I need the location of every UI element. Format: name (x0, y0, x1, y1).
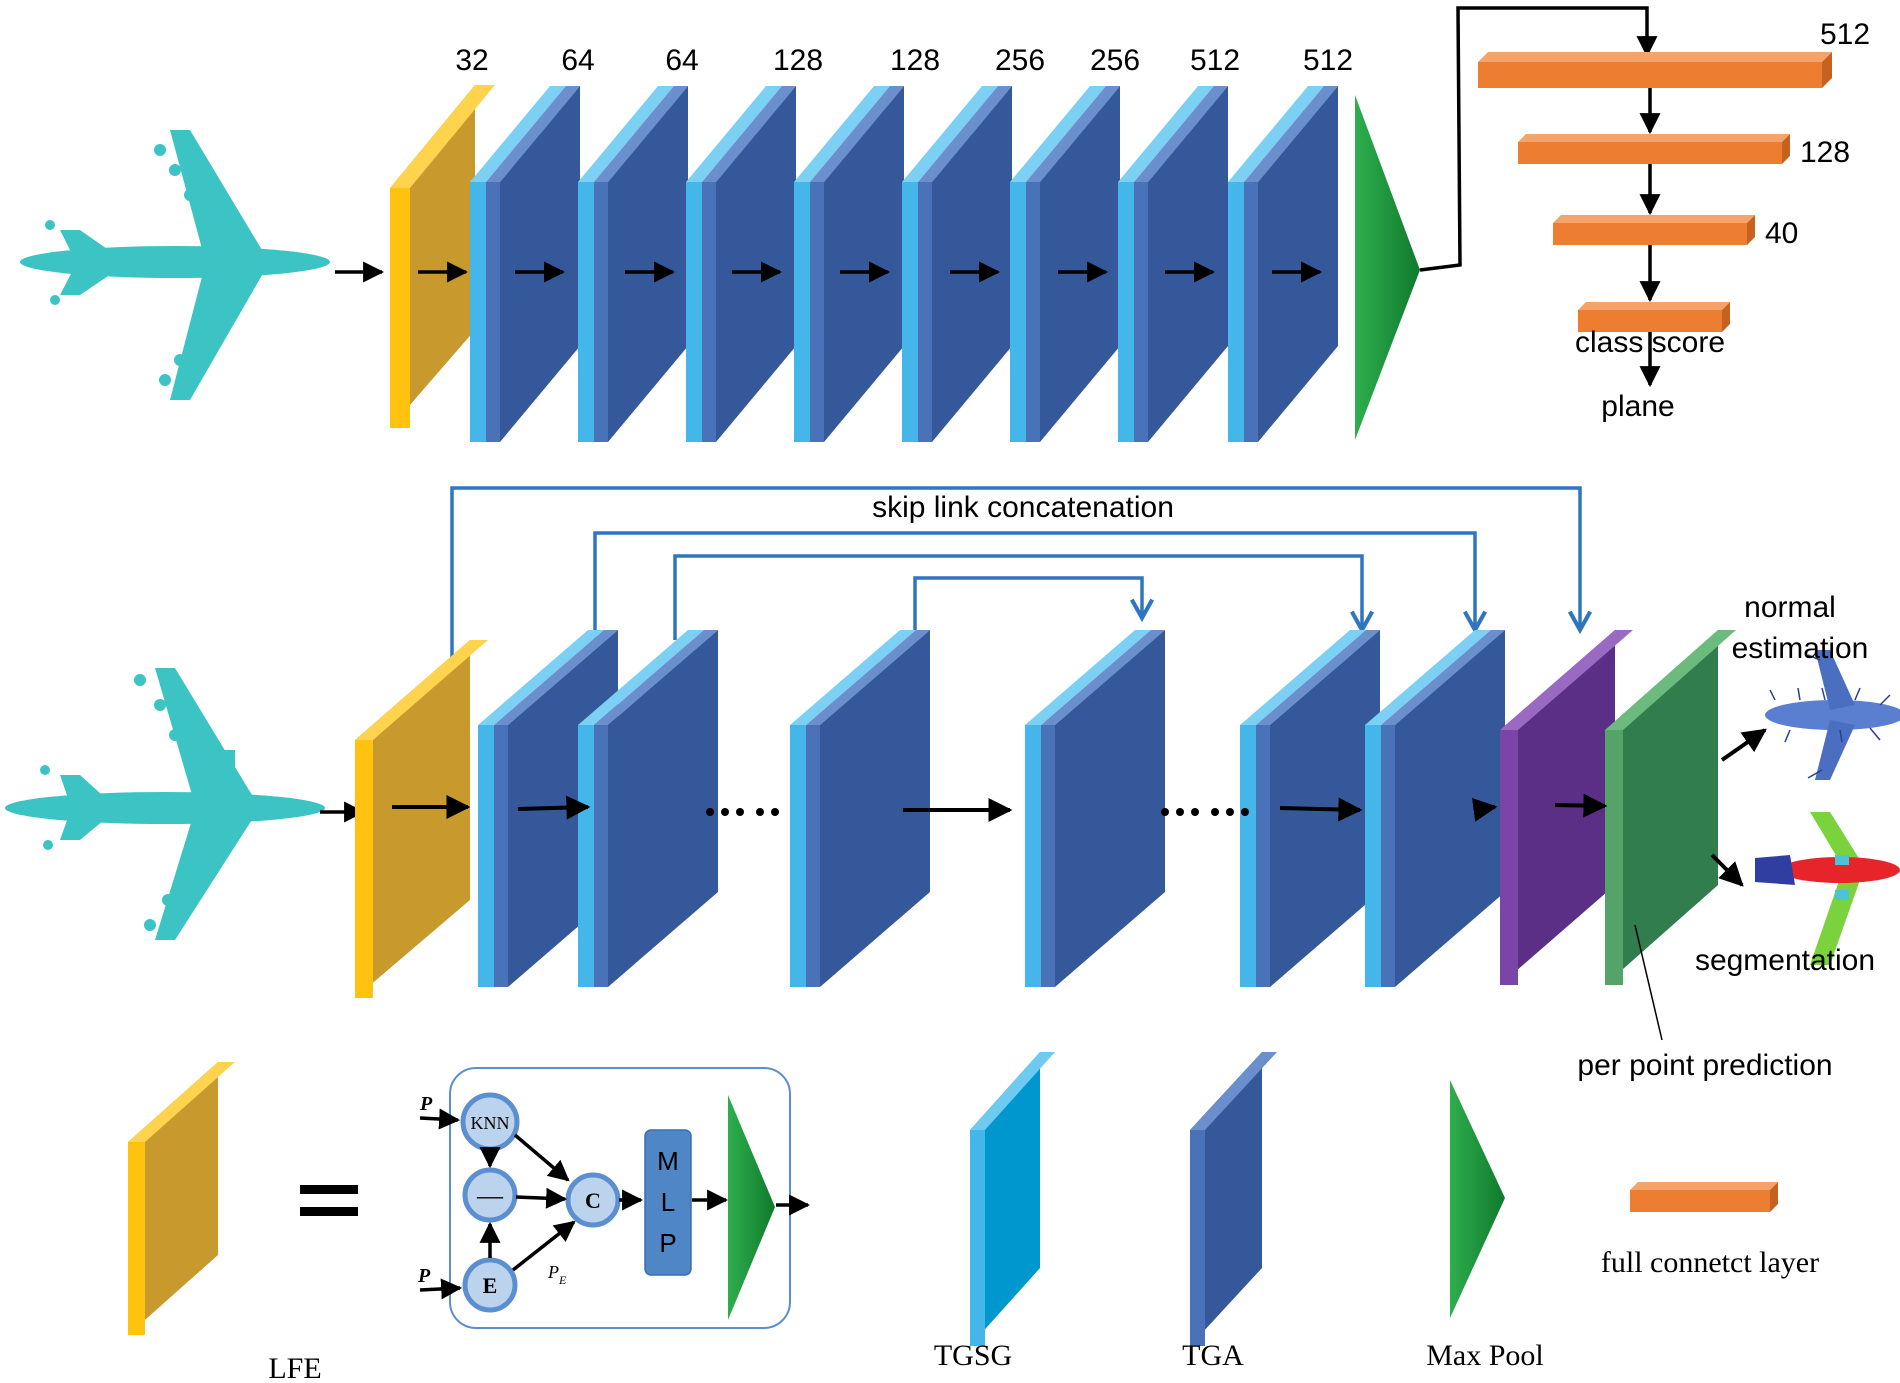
channel-label-3: 64 (665, 44, 698, 77)
legend: LFE KNN — C E (128, 1052, 1819, 1383)
purple-block (1500, 630, 1633, 985)
normal-estimation-cloud (1765, 650, 1900, 780)
legend-tgsg-block (970, 1052, 1055, 1346)
legend-tga-label: TGA (1182, 1339, 1244, 1372)
normal-label-line1: normal (1744, 591, 1836, 624)
tga-block-top-1 (470, 86, 580, 442)
tga-block-bottom-6 (1365, 630, 1505, 987)
module-maxpool (728, 1095, 775, 1320)
per-point-leader (1634, 924, 1663, 1041)
bottom-network: skip link concatenation (5, 486, 1900, 1082)
fc-layer-40 (1553, 215, 1755, 245)
lfe-module: KNN — C E M L P (417, 1067, 811, 1329)
input-point-cloud-top (20, 130, 330, 400)
node-concat: C (565, 1172, 621, 1228)
per-point-block (1605, 630, 1736, 985)
svg-text:—: — (476, 1181, 504, 1210)
skip-link-1 (450, 486, 1580, 678)
module-pe-label: PE (547, 1262, 567, 1287)
arrow-b5 (1472, 797, 1498, 822)
svg-text:E: E (483, 1273, 498, 1298)
module-arrow-p2-in (419, 1278, 463, 1300)
skip-link-4 (913, 576, 1142, 630)
legend-lfe-block (128, 1062, 235, 1335)
lfe-block-bottom (355, 640, 488, 998)
channel-label-9: 512 (1303, 44, 1353, 77)
legend-fc-label: full connetct layer (1601, 1246, 1819, 1279)
module-arrow-edge-c (511, 1220, 576, 1272)
tga-block-top-8 (1228, 86, 1338, 442)
tga-block-top-7 (1118, 86, 1228, 442)
legend-tga-block (1190, 1052, 1277, 1346)
tga-block-bottom-3 (790, 630, 930, 987)
tga-block-top-4 (794, 86, 904, 442)
top-network: 32 64 64 128 128 256 256 512 512 (20, 6, 1870, 442)
arrow-b6 (1554, 793, 1608, 818)
tga-block-top-6 (1010, 86, 1120, 442)
legend-maxpool-label: Max Pool (1426, 1339, 1544, 1372)
output-plane-label: plane (1601, 390, 1674, 423)
tga-block-bottom-2 (578, 630, 718, 987)
fc-layer-128 (1518, 134, 1790, 164)
skip-links (450, 486, 1580, 678)
arrow-b2 (517, 795, 591, 820)
ellipsis-dots (706, 808, 1249, 816)
legend-fc-shape (1630, 1182, 1778, 1212)
svg-text:C: C (585, 1188, 601, 1213)
segmentation-cloud (1755, 812, 1900, 965)
fc-label-512: 512 (1820, 18, 1870, 51)
lfe-block-top (390, 85, 495, 428)
channel-label-7: 256 (1090, 44, 1140, 77)
tga-block-top-3 (686, 86, 796, 442)
legend-lfe-label: LFE (268, 1352, 321, 1383)
module-input-p2: P (417, 1265, 431, 1287)
mlp-box: M L P (644, 1129, 692, 1276)
fc-layer-score (1578, 302, 1730, 332)
tga-blocks-top (418, 86, 1338, 442)
node-minus: — (462, 1167, 518, 1223)
legend-tgsg-label: TGSG (934, 1339, 1012, 1372)
skip-link-3 (673, 554, 1362, 640)
bottom-arrows (392, 728, 1767, 887)
arrow-b4 (1279, 797, 1363, 822)
module-arrow-p-in (419, 1108, 461, 1130)
legend-maxpool-shape (1450, 1080, 1505, 1318)
fc-label-128: 128 (1800, 136, 1850, 169)
segmentation-label: segmentation (1695, 944, 1875, 977)
fc-stack: 512 128 40 class score plane (1478, 18, 1870, 423)
tga-block-top-2 (578, 86, 688, 442)
svg-text:P: P (659, 1228, 676, 1258)
arrow-to-segmentation (1710, 853, 1744, 887)
tga-block-top-5 (902, 86, 1012, 442)
maxpool-top (1355, 95, 1420, 440)
module-arrow-knn-c (513, 1133, 570, 1182)
svg-text:L: L (661, 1187, 675, 1217)
channel-label-4: 128 (773, 44, 823, 77)
class-score-label: class score (1575, 326, 1725, 359)
per-point-label: per point prediction (1577, 1049, 1832, 1082)
module-input-p: P (419, 1093, 433, 1115)
channel-label-1: 32 (455, 44, 488, 77)
normal-label-line2: estimation (1732, 632, 1869, 665)
fc-layer-512 (1478, 52, 1832, 88)
module-arrow-minus-c (515, 1187, 568, 1209)
tga-block-bottom-4 (1025, 630, 1165, 987)
fc-label-40: 40 (1765, 217, 1798, 250)
connector-to-fc (1419, 6, 1658, 272)
node-edge: E (462, 1257, 518, 1313)
arrow-to-normal (1720, 728, 1767, 762)
skip-link-label: skip link concatenation (872, 491, 1174, 524)
channel-label-6: 256 (995, 44, 1045, 77)
channel-label-8: 512 (1190, 44, 1240, 77)
svg-text:KNN: KNN (471, 1113, 510, 1133)
skip-link-2 (593, 531, 1475, 640)
equals-sign (300, 1185, 358, 1216)
input-point-cloud-bottom (5, 668, 325, 940)
node-knn: KNN (460, 1092, 520, 1152)
channel-label-2: 64 (561, 44, 594, 77)
channel-label-5: 128 (890, 44, 940, 77)
channel-labels-top: 32 64 64 128 128 256 256 512 512 (455, 44, 1353, 77)
svg-text:M: M (657, 1146, 679, 1176)
